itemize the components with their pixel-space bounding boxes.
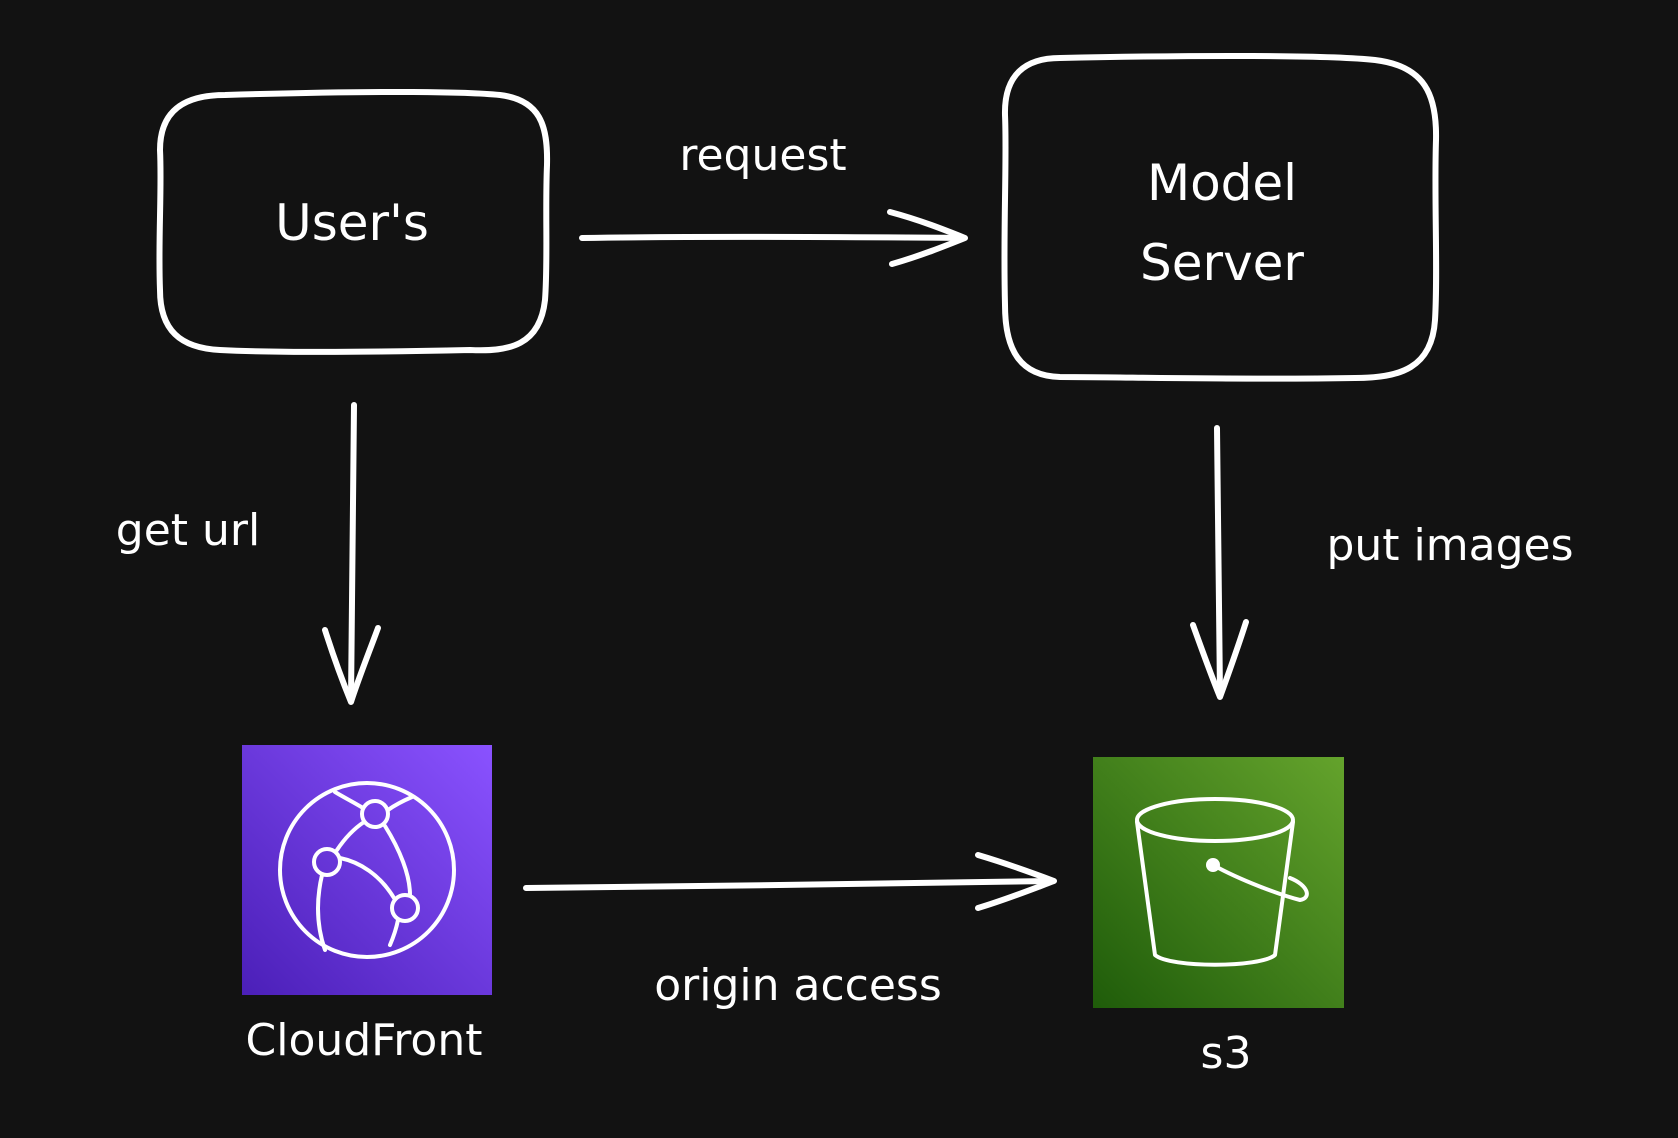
request-label: request	[679, 130, 846, 181]
cloudfront-label: CloudFront	[246, 1015, 483, 1066]
request-arrowhead	[887, 209, 968, 267]
globe-network-icon	[278, 781, 456, 959]
origin-access-arrowhead	[975, 852, 1057, 911]
get-url-edge: get url	[116, 402, 381, 705]
get-url-label: get url	[116, 505, 260, 556]
bucket-icon	[1135, 797, 1309, 967]
get-url-arrowhead	[322, 625, 381, 705]
get-url-arrow-line	[348, 402, 357, 703]
users-label: User's	[275, 194, 429, 252]
origin-access-arrow-line	[523, 878, 1055, 891]
put-images-arrow-line	[1214, 425, 1223, 698]
put-images-arrowhead	[1190, 619, 1249, 700]
users-box	[156, 88, 551, 355]
model-server-node[interactable]: Model Server	[1001, 52, 1440, 382]
model-server-label-line1: Model	[1147, 154, 1297, 212]
s3-bucket-icon	[1093, 757, 1344, 1008]
request-edge: request	[579, 130, 968, 267]
origin-access-label: origin access	[654, 960, 942, 1011]
put-images-edge: put images	[1190, 425, 1574, 700]
s3-node[interactable]: s3	[1093, 757, 1344, 1079]
model-server-box	[1001, 52, 1440, 382]
request-arrow-line	[579, 233, 965, 241]
model-server-label-line2: Server	[1140, 234, 1304, 292]
users-node[interactable]: User's	[156, 88, 551, 355]
origin-access-edge: origin access	[523, 852, 1057, 1011]
put-images-label: put images	[1326, 520, 1573, 571]
s3-label: s3	[1201, 1028, 1252, 1079]
cloudfront-node[interactable]: CloudFront	[242, 745, 492, 1066]
